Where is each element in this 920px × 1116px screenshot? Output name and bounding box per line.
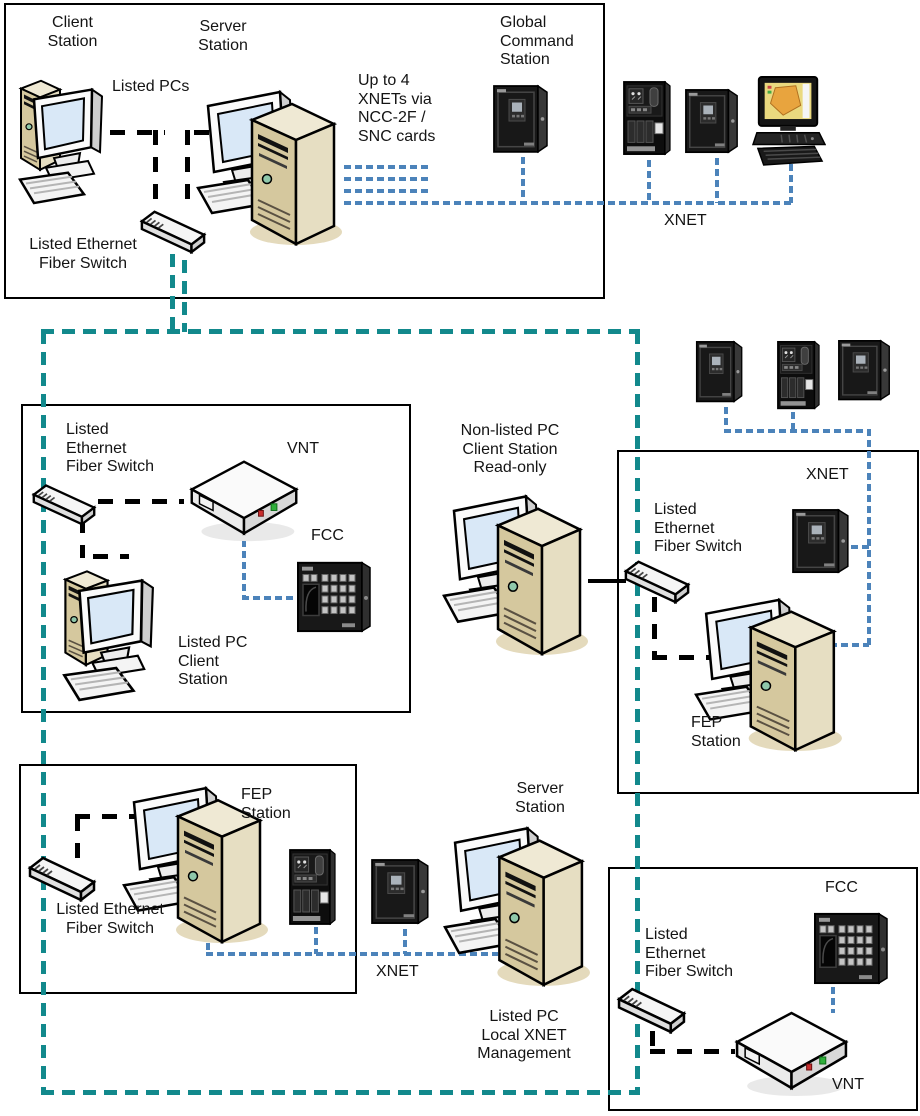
fcc-keypad-bottom-right bbox=[813, 906, 891, 987]
label-client-station: Client Station bbox=[47, 14, 98, 50]
backbone-ring-bottom bbox=[41, 1090, 640, 1095]
fiber-switch-bottom-right bbox=[615, 983, 688, 1034]
fiber-switch-west bbox=[26, 852, 98, 902]
ethernet-vnt-br-v bbox=[650, 1031, 655, 1053]
xnet-stub-panel-east bbox=[851, 545, 869, 549]
xnet-stub-2 bbox=[344, 177, 429, 181]
ethernet-fep-west-h bbox=[75, 814, 151, 819]
ethernet-vnt-br-h bbox=[650, 1049, 735, 1054]
global-command-station-panel bbox=[492, 84, 552, 158]
xnet-trunk-east bbox=[724, 429, 870, 433]
xnet-vnt-to-fcc bbox=[242, 596, 300, 600]
label-fcc-bottom-right: FCC bbox=[825, 879, 858, 896]
xnet-panel-bottom bbox=[370, 858, 433, 929]
fire-panel-top bbox=[684, 88, 742, 158]
server-station-pc-bottom bbox=[443, 816, 596, 991]
zone-fep-east bbox=[617, 450, 919, 794]
xnet-workstation bbox=[752, 76, 826, 166]
label-switch-top: Listed Ethernet Fiber Switch bbox=[29, 236, 137, 272]
label-switch-west: Listed Ethernet Fiber Switch bbox=[56, 901, 164, 937]
xnet-vnt-drop bbox=[242, 540, 246, 599]
ethernet-switch-vnt bbox=[98, 499, 184, 504]
backbone-ring-left bbox=[41, 331, 46, 1094]
xnet-drop-panel-4 bbox=[791, 412, 795, 431]
backbone-ring-right bbox=[635, 331, 640, 1092]
ethernet-switch-pc-h bbox=[93, 554, 129, 559]
xnet-stub-1 bbox=[344, 165, 429, 169]
label-fep-west: FEP Station bbox=[241, 786, 291, 822]
label-listed-pc-client: Listed PC Client Station bbox=[178, 634, 248, 689]
client-station-pc bbox=[16, 70, 116, 205]
backbone-drop-switch-b bbox=[182, 260, 187, 332]
fire-panel-east-2 bbox=[837, 339, 894, 405]
xnet-drop-panel-1 bbox=[647, 160, 651, 203]
label-local-xnet-management: Listed PC Local XNET Management bbox=[477, 1008, 571, 1063]
fire-panel-open-top bbox=[623, 80, 671, 158]
backbone-drop-switch-a bbox=[170, 254, 175, 332]
ethernet-nonlisted-link bbox=[588, 579, 626, 583]
label-listed-pcs: Listed PCs bbox=[112, 78, 190, 95]
fire-panel-open-west bbox=[289, 848, 336, 928]
ethernet-fep-east-h bbox=[652, 655, 732, 660]
server-station-pc bbox=[196, 80, 348, 250]
label-server-station-bottom: Server Station bbox=[515, 780, 565, 816]
fire-panel-open-east bbox=[777, 340, 820, 412]
xnet-trunk-top bbox=[344, 201, 794, 205]
label-switch-bottom-right: Listed Ethernet Fiber Switch bbox=[645, 926, 734, 981]
xnet-fcc-to-vnt bbox=[831, 987, 835, 1013]
ethernet-server-link bbox=[194, 130, 220, 135]
fiber-switch-mid-left bbox=[30, 480, 98, 526]
ethernet-drop-b bbox=[185, 130, 190, 208]
xnet-panel-east bbox=[791, 508, 853, 578]
label-xnet-east: XNET bbox=[806, 466, 849, 483]
fiber-switch-east bbox=[622, 556, 692, 604]
xnet-drop-panel-2 bbox=[715, 158, 719, 203]
label-server-station-top: Server Station bbox=[198, 18, 248, 54]
xnet-drop-gcs bbox=[521, 157, 525, 203]
listed-client-pc bbox=[60, 560, 168, 702]
ethernet-switch-pc-v bbox=[80, 518, 85, 558]
xnet-trunk-bottom bbox=[206, 952, 498, 956]
xnet-drop-workstation bbox=[789, 164, 793, 203]
label-fcc-mid-left: FCC bbox=[311, 527, 344, 544]
vnt-unit-mid-left bbox=[184, 455, 304, 543]
ethernet-drop-a bbox=[153, 130, 158, 208]
ethernet-fep-west-v bbox=[75, 816, 80, 858]
zone-fep-west bbox=[19, 764, 357, 994]
label-global-command-station: Global Command Station bbox=[500, 14, 574, 69]
ethernet-client-link bbox=[110, 130, 165, 135]
label-switch-mid-left: Listed Ethernet Fiber Switch bbox=[66, 421, 155, 476]
label-switch-east: Listed Ethernet Fiber Switch bbox=[654, 501, 743, 556]
xnet-stub-3 bbox=[344, 189, 429, 193]
label-vnt-bottom-right: VNT bbox=[832, 1076, 864, 1093]
xnet-drop-fep-west bbox=[206, 932, 210, 954]
zone-vnt-fcc bbox=[608, 867, 918, 1111]
label-xnet-top: XNET bbox=[664, 212, 707, 229]
label-xnet-bottom: XNET bbox=[376, 963, 419, 980]
ethernet-fep-east-v bbox=[652, 597, 657, 659]
label-vnt-mid-left: VNT bbox=[287, 440, 319, 457]
backbone-ring-top bbox=[41, 329, 640, 334]
fire-panel-east-1 bbox=[695, 340, 746, 407]
label-xnet-note: Up to 4 XNETs via NCC-2F / SNC cards bbox=[358, 72, 436, 146]
xnet-drop-panel-3 bbox=[724, 407, 728, 431]
label-non-listed-pc: Non-listed PC Client Station Read-only bbox=[460, 422, 560, 477]
zone-remote-client bbox=[21, 404, 411, 713]
xnet-stub-panel-bottom bbox=[403, 929, 407, 954]
xnet-riser-east bbox=[867, 429, 871, 647]
non-listed-client-pc bbox=[442, 484, 594, 660]
xnet-stub-panel-west bbox=[314, 927, 318, 954]
fcc-keypad-mid-left bbox=[296, 555, 374, 635]
zone-primary-stations bbox=[4, 3, 605, 299]
xnet-into-fep-east bbox=[830, 643, 869, 647]
label-fep-east: FEP Station bbox=[691, 714, 741, 750]
